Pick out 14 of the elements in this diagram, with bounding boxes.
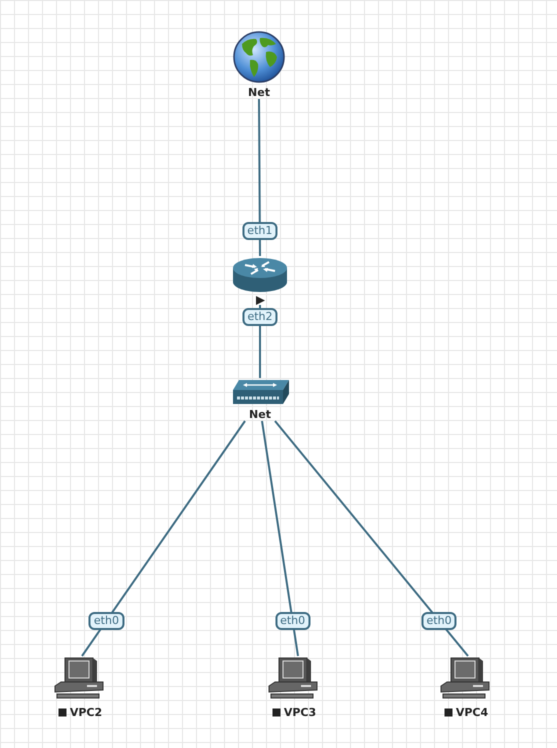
connector-line (261, 420, 299, 656)
interface-label: eth0 (275, 612, 310, 630)
connector-line (81, 420, 246, 657)
interface-label: eth1 (242, 222, 278, 240)
interface-label: eth0 (422, 612, 457, 630)
connector-line (274, 420, 469, 657)
connector-line (258, 99, 261, 256)
node-label: VPC4 (456, 706, 488, 719)
node-label: VPC3 (284, 706, 316, 719)
node-label: VPC2 (70, 706, 102, 719)
node-label: Net (248, 86, 270, 99)
node-label: Net (249, 408, 271, 421)
interface-label: eth2 (242, 308, 278, 326)
interface-label: eth0 (88, 612, 124, 630)
